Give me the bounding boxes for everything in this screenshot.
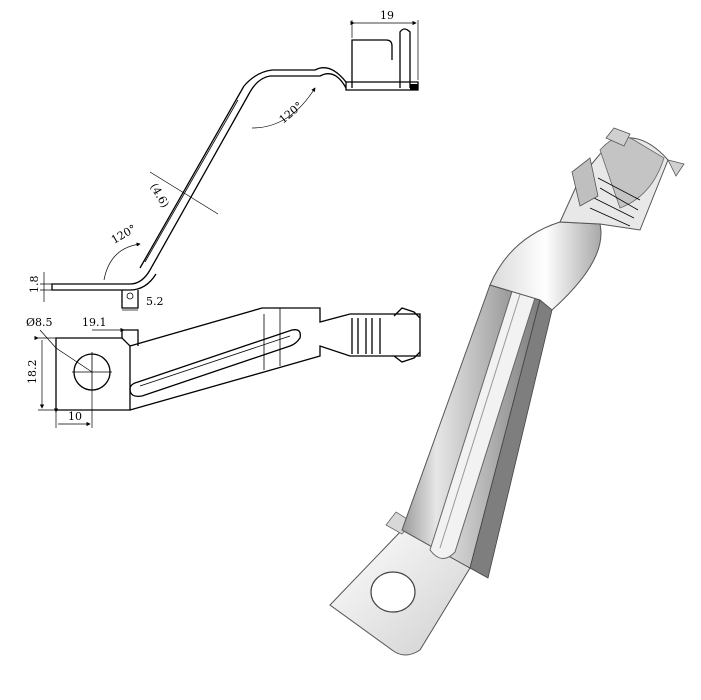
top-view xyxy=(55,307,421,411)
dim-width-top: 19 xyxy=(380,9,394,22)
hatch-mark xyxy=(410,84,418,90)
dim-bend-angle-lower: 120° xyxy=(109,222,138,247)
dim-tab-width: 5.2 xyxy=(146,295,164,308)
dim-thickness: (4.6) xyxy=(147,181,171,210)
dim-hole-offset: 19.1 xyxy=(82,316,107,329)
side-view xyxy=(51,28,419,309)
dim-hole-diameter: Ø8.5 xyxy=(26,316,53,329)
top-view-dimensions: Ø8.5 19.1 18.2 10 xyxy=(26,316,125,428)
dim-bend-angle-upper: 120° xyxy=(277,99,306,126)
dim-lug-offset: 10 xyxy=(68,410,82,423)
render-lug-hole xyxy=(370,571,416,613)
dim-lug-height: 18.2 xyxy=(26,360,39,385)
side-view-dimensions: 19 120° (4.6) 120° 1.8 5.2 xyxy=(28,9,419,311)
isometric-render xyxy=(329,127,685,656)
dim-foot-height: 1.8 xyxy=(28,276,41,294)
